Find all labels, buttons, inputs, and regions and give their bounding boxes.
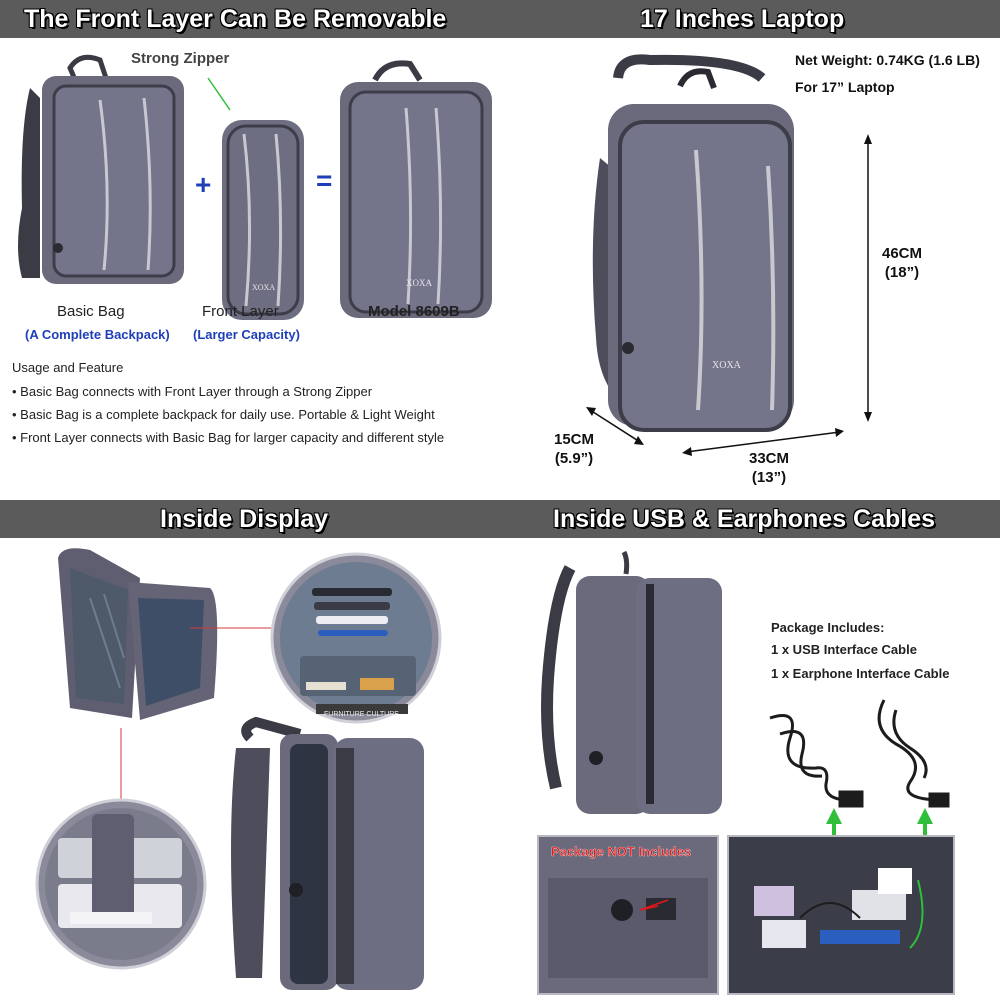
inside-display-illustration: FURNITURE CULTURE xyxy=(35,548,442,990)
model-title: Model 8609B xyxy=(368,303,460,320)
width-arrow xyxy=(682,428,844,456)
usage-bullet: • Basic Bag is a complete backpack for d… xyxy=(12,407,435,422)
laptop-bag-illustration: XOXA xyxy=(586,54,872,456)
not-includes-label: Package NOT Includes xyxy=(551,844,691,859)
net-weight: Net Weight: 0.74KG (1.6 LB) xyxy=(795,52,980,68)
side-open-bag-image xyxy=(231,716,424,990)
plus-sign: + xyxy=(195,169,211,200)
usage-title: Usage and Feature xyxy=(12,360,124,375)
removable-illustration: + XOXA = XOXA xyxy=(18,54,492,320)
depth-label: 15CM (5.9”) xyxy=(546,430,602,468)
removable-panel: + XOXA = XOXA Strong Zipper Basic Bag (A… xyxy=(0,38,500,500)
width-label: 33CM (13”) xyxy=(736,449,802,487)
inside-display-panel: FURNITURE CULTURE xyxy=(0,538,500,1000)
package-item-usb: 1 x USB Interface Cable xyxy=(771,642,917,657)
cables-panel: Package Includes: 1 x USB Interface Cabl… xyxy=(500,538,1000,1000)
top-banner: The Front Layer Can Be Removable 17 Inch… xyxy=(0,0,1000,38)
middle-banner: Inside Display Inside USB & Earphones Ca… xyxy=(0,500,1000,538)
zipper-label: Strong Zipper xyxy=(131,50,230,67)
height-arrow xyxy=(864,134,872,422)
laptop-sleeve-inset-image xyxy=(35,798,207,970)
book-text: FURNITURE CULTURE xyxy=(324,711,399,718)
front-layer-brand: XOXA xyxy=(252,283,275,292)
usage-bullet: • Basic Bag connects with Front Layer th… xyxy=(12,384,373,399)
model-bag-brand: XOXA xyxy=(406,278,432,288)
equals-sign: = xyxy=(316,165,332,196)
basic-bag-image xyxy=(18,54,184,284)
front-layer-image: XOXA xyxy=(222,120,304,320)
for-laptop: For 17” Laptop xyxy=(795,79,895,95)
front-layer-subtitle: (Larger Capacity) xyxy=(193,327,300,342)
usage-bullet: • Front Layer connects with Basic Bag fo… xyxy=(12,430,445,445)
package-includes-title: Package Includes: xyxy=(771,620,885,635)
width-in: (13”) xyxy=(751,469,787,486)
package-item-earphone: 1 x Earphone Interface Cable xyxy=(771,666,950,681)
inside-display-title: Inside Display xyxy=(160,505,329,533)
height-cm: 46CM xyxy=(881,245,922,262)
depth-cm: 15CM xyxy=(553,431,594,448)
model-bag-image: XOXA xyxy=(340,60,492,318)
pockets-inset-image xyxy=(270,552,442,724)
laptop-panel: Net Weight: 0.74KG (1.6 LB) For 17” Lapt… xyxy=(500,38,1000,500)
height-label: 46CM (18”) xyxy=(872,244,932,282)
height-in: (18”) xyxy=(884,264,920,281)
open-bag-image xyxy=(58,548,218,720)
inside-pocket-box-image xyxy=(727,835,955,995)
side-bag-image xyxy=(541,550,722,814)
width-cm: 33CM xyxy=(748,450,789,467)
basic-bag-subtitle: (A Complete Backpack) xyxy=(25,327,170,342)
laptop-bag-brand: XOXA xyxy=(712,360,742,371)
not-included-box-image xyxy=(537,835,719,995)
laptop-bag-image: XOXA xyxy=(592,54,794,432)
depth-arrow xyxy=(586,407,644,445)
front-layer-title: Front Layer xyxy=(202,303,279,320)
usb-cable-image xyxy=(769,714,864,808)
cables-illustration: Package NOT Includes xyxy=(537,550,955,995)
basic-bag-title: Basic Bag xyxy=(57,303,125,320)
earphone-cable-image xyxy=(877,699,950,808)
cables-title: Inside USB & Earphones Cables xyxy=(553,505,936,533)
laptop-title: 17 Inches Laptop xyxy=(640,5,845,33)
removable-title: The Front Layer Can Be Removable xyxy=(24,5,447,33)
depth-in: (5.9”) xyxy=(554,450,594,467)
